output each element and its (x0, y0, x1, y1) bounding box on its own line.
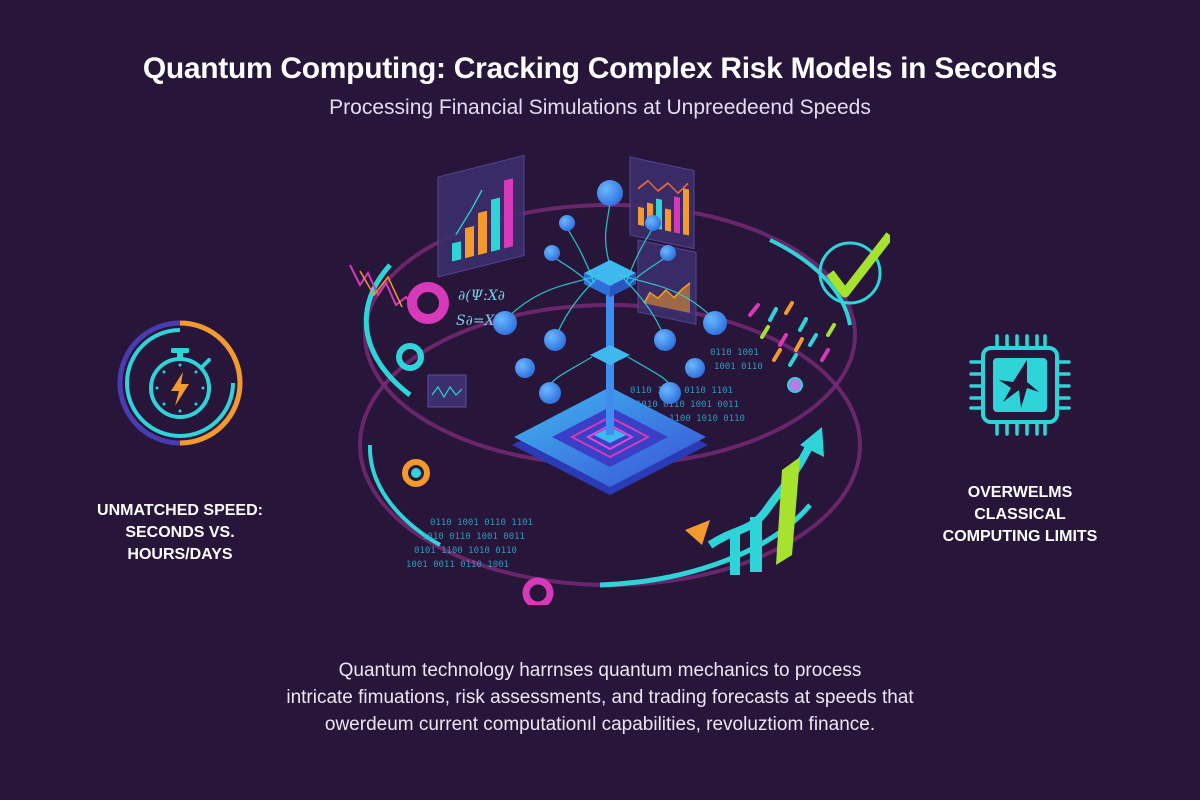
area-chart-panel (637, 239, 697, 325)
svg-text:1001 0011 0110 1001: 1001 0011 0110 1001 (406, 560, 509, 570)
confetti-bits (748, 301, 836, 367)
svg-text:0110 1001 0110 1101: 0110 1001 0110 1101 (630, 386, 733, 396)
description-line: Quantum technology harrnses quantum mech… (338, 660, 862, 681)
description: Quantum technology harrnses quantum mech… (0, 657, 1200, 738)
feature-line: SECONDS VS. (125, 524, 235, 541)
feature-line: OVERWELMS (967, 484, 1073, 501)
feature-line: CLASSICAL (974, 506, 1066, 523)
svg-text:0101 1100 1010 0110: 0101 1100 1010 0110 (414, 546, 517, 556)
quantum-processor-illustration: ∂(Ψ:X∂ S∂=X|∂ 0110 1001 0110 1101 1010 0… (349, 154, 890, 605)
svg-text:0110 1001: 0110 1001 (710, 348, 759, 358)
svg-text:1010 0110 1001 0011: 1010 0110 1001 0011 (422, 532, 525, 542)
feature-line: UNMATCHED SPEED: (97, 502, 263, 519)
feature-line: COMPUTING LIMITS (942, 528, 1098, 545)
feature-line: HOURS/DAYS (127, 546, 233, 563)
binary-data-stream: 0110 1001 0110 1101 1010 0110 1001 0011 … (406, 348, 763, 570)
rising-arrow-chart (685, 427, 824, 575)
feature-speed-label: UNMATCHED SPEED: SECONDS VS. HOURS/DAYS (60, 500, 300, 566)
page-title: Quantum Computing: Cracking Complex Risk… (142, 52, 1058, 85)
line-chart-panel (349, 264, 417, 314)
description-line: intricate fimuations, risk assessments, … (286, 687, 914, 708)
svg-text:1001 0110: 1001 0110 (714, 362, 763, 372)
bar-chart-panel (437, 154, 525, 278)
svg-text:0101 1100 1010 0110: 0101 1100 1010 0110 (642, 414, 745, 424)
feature-limits-label: OVERWELMS CLASSICAL COMPUTING LIMITS (900, 482, 1140, 548)
checkmark-icon (818, 232, 890, 305)
svg-text:0110 1001 0110 1101: 0110 1001 0110 1101 (430, 518, 533, 528)
feature-speed: UNMATCHED SPEED: SECONDS VS. HOURS/DAYS (60, 318, 300, 566)
svg-text:∂(Ψ:X∂: ∂(Ψ:X∂ (458, 288, 505, 304)
page-subtitle: Processing Financial Simulations at Unpr… (329, 96, 871, 119)
svg-text:1010 0110 1001 0011: 1010 0110 1001 0011 (636, 400, 739, 410)
quantum-chip-platform (512, 387, 708, 495)
qubit-network (493, 180, 727, 404)
bar-chart-panel (629, 156, 695, 250)
feature-limits: OVERWELMS CLASSICAL COMPUTING LIMITS (900, 330, 1140, 548)
stopwatch-lightning-icon (117, 320, 243, 446)
description-line: owerdeum current computationıl capabilit… (324, 714, 876, 735)
broken-chip-icon (969, 334, 1071, 436)
